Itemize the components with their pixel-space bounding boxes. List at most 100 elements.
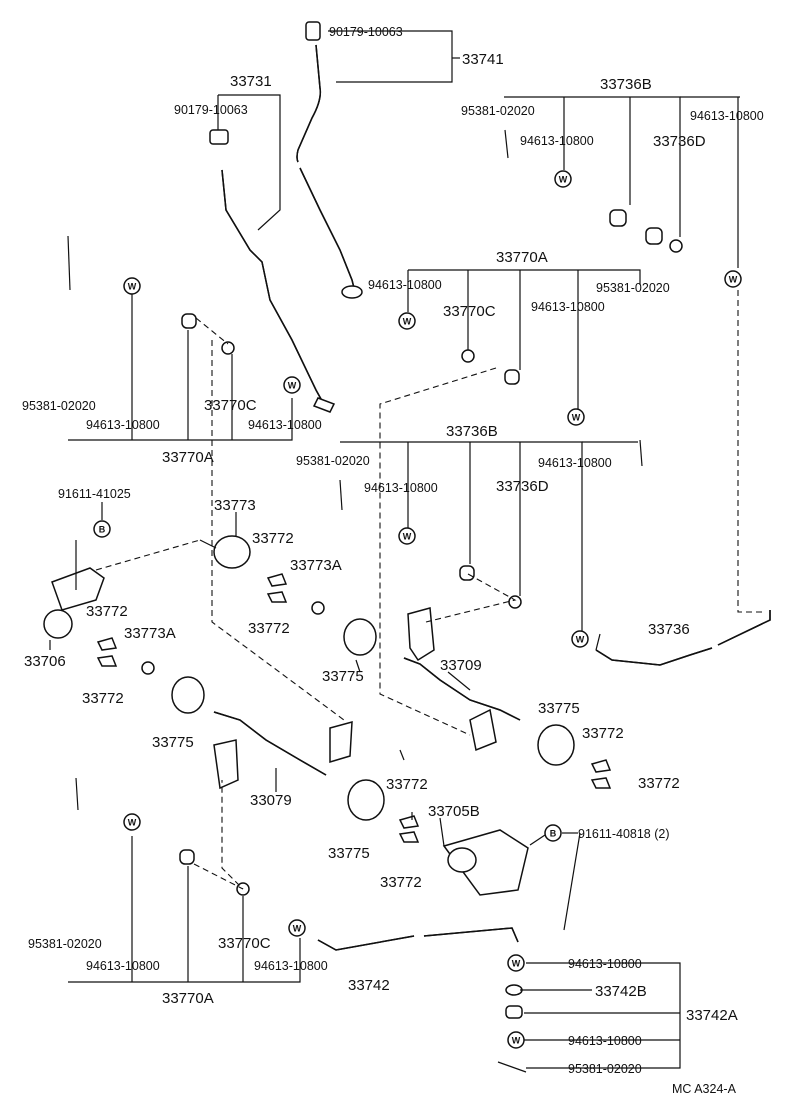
rod-33742: [317, 927, 519, 951]
label-33773A: 33773A: [124, 625, 176, 642]
diagram-code: MC A324-A: [672, 1082, 737, 1096]
label-33772: 33772: [582, 725, 624, 742]
label-94613-10800: 94613-10800: [538, 456, 612, 470]
label-94613-10800: 94613-10800: [568, 1034, 642, 1048]
label-91611-41025: 91611-41025: [58, 487, 131, 501]
label-91611-40818: 91611-40818 (2): [578, 827, 670, 841]
label-95381-02020: 95381-02020: [596, 281, 670, 295]
label-94613-10800: 94613-10800: [568, 957, 642, 971]
label-33773: 33773: [214, 497, 256, 514]
label-94613-10800: 94613-10800: [690, 109, 764, 123]
washer-icon: W: [123, 813, 141, 831]
label-33731: 33731: [230, 73, 272, 90]
washer-icon: W: [283, 376, 301, 394]
dashed-assembly-lines: [95, 290, 762, 890]
part-labels: 90179-10063 33741 33731 90179-10063 3373…: [22, 25, 764, 1096]
leader-lines: [49, 30, 740, 1069]
svg-text:W: W: [729, 275, 738, 285]
label-33775: 33775: [322, 668, 364, 685]
label-33706: 33706: [24, 653, 66, 670]
label-33772: 33772: [252, 530, 294, 547]
label-95381-02020: 95381-02020: [568, 1062, 642, 1076]
label-33770C: 33770C: [204, 397, 257, 414]
label-95381-02020: 95381-02020: [461, 104, 535, 118]
label-33742: 33742: [348, 977, 390, 994]
label-94613-10800: 94613-10800: [368, 278, 442, 292]
bracket-33706: [43, 567, 105, 639]
bracket-33705B: [442, 829, 529, 896]
washer-icon: W: [507, 954, 525, 972]
svg-text:W: W: [288, 381, 297, 391]
label-33772: 33772: [380, 874, 422, 891]
bushings-33775: [171, 618, 575, 821]
washer-icon: W: [507, 1031, 525, 1049]
label-33770A: 33770A: [162, 449, 214, 466]
label-94613-10800: 94613-10800: [248, 418, 322, 432]
label-90179-10063: 90179-10063: [329, 25, 403, 39]
svg-text:W: W: [403, 532, 412, 542]
svg-text:W: W: [403, 317, 412, 327]
label-33736D: 33736D: [496, 478, 549, 495]
label-94613-10800: 94613-10800: [364, 481, 438, 495]
label-33709: 33709: [440, 657, 482, 674]
svg-text:W: W: [572, 413, 581, 423]
svg-text:W: W: [512, 959, 521, 969]
label-33775: 33775: [538, 700, 580, 717]
svg-text:W: W: [512, 1036, 521, 1046]
washer-icon: W: [398, 527, 416, 545]
label-33742B: 33742B: [595, 983, 647, 1000]
washer-icon: W: [398, 312, 416, 330]
label-33736: 33736: [648, 621, 690, 638]
label-33773A: 33773A: [290, 557, 342, 574]
label-33736D: 33736D: [653, 133, 706, 150]
label-95381-02020: 95381-02020: [22, 399, 96, 413]
label-95381-02020: 95381-02020: [28, 937, 102, 951]
label-33772: 33772: [86, 603, 128, 620]
label-33705B: 33705B: [428, 803, 480, 820]
lever-33709: [403, 607, 521, 752]
bolt-icon: B: [544, 824, 562, 842]
rod-33741: [296, 21, 363, 299]
label-33770C: 33770C: [443, 303, 496, 320]
washer-icon: W: [123, 277, 141, 295]
svg-text:W: W: [559, 175, 568, 185]
washer-symbols: W W W W W W W W W W W W B B: [93, 170, 742, 1049]
label-33770A: 33770A: [496, 249, 548, 266]
label-33770A: 33770A: [162, 990, 214, 1007]
svg-text:B: B: [550, 829, 557, 839]
label-33772: 33772: [638, 775, 680, 792]
svg-text:W: W: [128, 282, 137, 292]
label-94613-10800: 94613-10800: [254, 959, 328, 973]
svg-text:W: W: [293, 924, 302, 934]
label-33770C: 33770C: [218, 935, 271, 952]
bushing-33773: [199, 535, 251, 569]
label-94613-10800: 94613-10800: [86, 959, 160, 973]
washer-icon: W: [288, 919, 306, 937]
label-94613-10800: 94613-10800: [86, 418, 160, 432]
svg-text:W: W: [128, 818, 137, 828]
bolt-icon: B: [93, 520, 111, 538]
small-parts: [67, 129, 683, 1073]
lever-33079: [213, 711, 353, 790]
label-90179-10063: 90179-10063: [174, 103, 248, 117]
washer-icon: W: [554, 170, 572, 188]
label-33775: 33775: [152, 734, 194, 751]
label-33772: 33772: [386, 776, 428, 793]
washer-icon: W: [567, 408, 585, 426]
label-94613-10800: 94613-10800: [520, 134, 594, 148]
label-33741: 33741: [462, 51, 504, 68]
washer-icon: W: [571, 630, 589, 648]
washer-icon: W: [724, 270, 742, 288]
label-33742A: 33742A: [686, 1007, 738, 1024]
label-33736B: 33736B: [446, 423, 498, 440]
label-94613-10800: 94613-10800: [531, 300, 605, 314]
label-33772: 33772: [82, 690, 124, 707]
label-33775: 33775: [328, 845, 370, 862]
rod-33731: [209, 129, 336, 413]
svg-text:B: B: [99, 525, 106, 535]
label-95381-02020: 95381-02020: [296, 454, 370, 468]
label-33736B: 33736B: [600, 76, 652, 93]
rod-33736: [595, 610, 771, 666]
label-33772: 33772: [248, 620, 290, 637]
